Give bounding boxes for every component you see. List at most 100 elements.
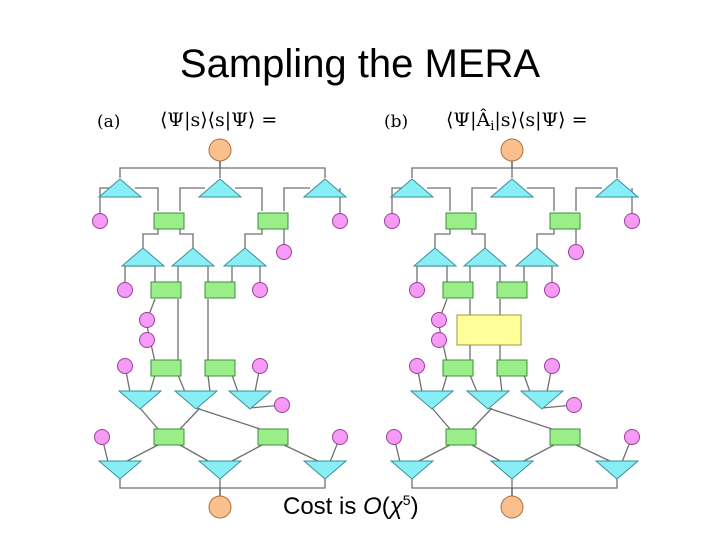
isometry-down: [302, 460, 348, 480]
site-node: [139, 312, 155, 328]
isometry-up: [412, 247, 458, 267]
caption-symbol: χ: [389, 493, 403, 520]
top-node: [208, 495, 232, 519]
disentangler-box: [549, 428, 581, 446]
edge-line: [427, 187, 451, 211]
edge-line: [179, 407, 201, 430]
disentangler-box: [150, 281, 182, 299]
edge-line: [471, 444, 503, 463]
edge-line: [142, 229, 159, 248]
edge-line: [179, 444, 211, 463]
edge-line: [235, 187, 263, 211]
panel-b-formula: ⟨Ψ|Âi|s⟩⟨s|Ψ⟩ =: [446, 108, 588, 134]
isometry-up: [302, 178, 348, 198]
edge-line: [179, 229, 194, 248]
nodes: [92, 138, 640, 519]
formula-b-operator-sub: i: [490, 119, 494, 134]
site-node: [431, 312, 447, 328]
edge-line: [485, 265, 501, 282]
isometry-up: [594, 178, 640, 198]
edges: [99, 160, 633, 498]
caption-exponent: 5: [402, 492, 411, 508]
isometry-down: [173, 390, 219, 410]
caption-close: ): [410, 493, 419, 520]
edge-line: [575, 187, 602, 211]
edge-line: [441, 374, 448, 393]
edge-line: [119, 478, 221, 498]
edge-line: [193, 265, 209, 282]
edge-line: [283, 187, 310, 211]
edge-line: [229, 444, 263, 463]
site-node: [252, 358, 268, 374]
site-node: [274, 397, 290, 413]
edge-line: [434, 229, 451, 248]
isometry-up: [514, 247, 560, 267]
isometry-down: [389, 460, 435, 480]
site-node: [252, 282, 268, 298]
disentangler-box: [257, 212, 289, 230]
isometry-up: [197, 178, 243, 198]
edge-line: [471, 229, 486, 248]
edge-line: [471, 407, 493, 430]
site-node: [117, 282, 133, 298]
caption-open: (: [381, 493, 390, 520]
edge-line: [177, 374, 186, 393]
site-node: [431, 332, 447, 348]
isometry-up: [170, 247, 216, 267]
edge-line: [469, 265, 485, 282]
formula-b-suffix: |s⟩⟨s|Ψ⟩ =: [494, 109, 587, 131]
top-node: [500, 495, 524, 519]
edge-line: [195, 407, 261, 430]
edge-line: [431, 407, 451, 430]
edge-line: [511, 478, 618, 498]
edge-line: [219, 160, 326, 178]
site-node: [386, 429, 402, 445]
isometry-down: [409, 390, 455, 410]
isometry-down: [594, 460, 640, 480]
top-node: [208, 138, 232, 162]
site-node: [409, 282, 425, 298]
edge-line: [244, 229, 263, 248]
isometry-down: [197, 460, 243, 480]
edge-line: [575, 444, 613, 463]
isometry-up: [97, 178, 143, 198]
site-node: [94, 429, 110, 445]
site-node: [566, 397, 582, 413]
isometry-up: [222, 247, 268, 267]
edge-line: [283, 444, 321, 463]
disentangler-box: [549, 212, 581, 230]
isometry-up: [120, 247, 166, 267]
edge-line: [411, 160, 513, 178]
isometry-down: [117, 390, 163, 410]
cost-caption: Cost is O(χ5): [283, 492, 419, 521]
edge-line: [511, 160, 618, 178]
caption-prefix: Cost is: [283, 493, 364, 520]
edge-line: [207, 374, 211, 393]
disentangler-box: [445, 428, 477, 446]
disentangler-box: [204, 359, 236, 377]
top-node: [500, 138, 524, 162]
edge-line: [435, 265, 448, 282]
edge-line: [416, 265, 435, 283]
site-node: [139, 332, 155, 348]
edge-line: [245, 265, 261, 283]
edge-line: [521, 444, 555, 463]
site-node: [384, 213, 400, 229]
site-node: [624, 213, 640, 229]
panel-b-label: (b): [384, 112, 408, 132]
disentangler-box: [442, 359, 474, 377]
disentangler-box: [153, 212, 185, 230]
formula-b-operator: Â: [475, 108, 490, 131]
site-node: [409, 358, 425, 374]
edge-line: [135, 187, 159, 211]
edge-line: [143, 265, 156, 282]
disentangler-box: [496, 359, 528, 377]
edge-line: [179, 187, 205, 211]
edge-line: [219, 478, 326, 498]
panel-a-formula: ⟨Ψ|s⟩⟨s|Ψ⟩ =: [160, 109, 277, 131]
edge-line: [139, 407, 159, 430]
disentangler-box: [257, 428, 289, 446]
isometry-down: [465, 390, 511, 410]
edge-line: [416, 444, 451, 463]
caption-func: O: [363, 493, 382, 520]
